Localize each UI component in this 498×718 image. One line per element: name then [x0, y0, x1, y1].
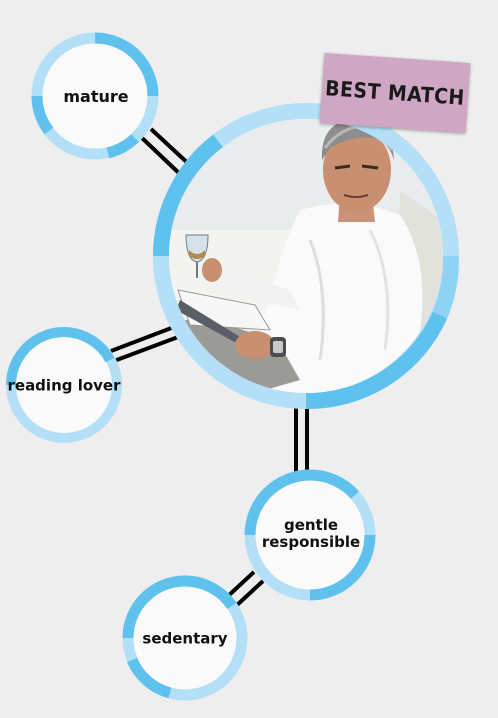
ring-center: [153, 103, 460, 410]
node-responsible-label: responsible: [261, 533, 361, 551]
node-gentle-label: gentle: [283, 515, 339, 534]
ring-sedentary: [122, 575, 248, 701]
connector-mature: [139, 127, 194, 178]
ring-reading-lover: [6, 327, 122, 443]
ring-mature: [31, 32, 159, 160]
connector-reading-lover: [110, 325, 179, 363]
node-reading-lover-label: reading lover: [7, 376, 121, 395]
node-reading-lover: reading lover: [7, 377, 120, 394]
ring-gentle-responsible: [244, 469, 376, 601]
best-match-label: BEST MATCH: [324, 76, 466, 110]
best-match-badge: BEST MATCH: [319, 52, 471, 134]
node-mature-label: mature: [63, 86, 129, 106]
connector-sedentary: [225, 570, 265, 608]
node-mature: mature: [63, 86, 129, 106]
connector-gentle-responsible: [294, 404, 309, 472]
node-gentle-responsible: gentle responsible: [261, 515, 361, 552]
node-sedentary: sedentary: [142, 630, 227, 647]
node-sedentary-label: sedentary: [142, 629, 228, 648]
